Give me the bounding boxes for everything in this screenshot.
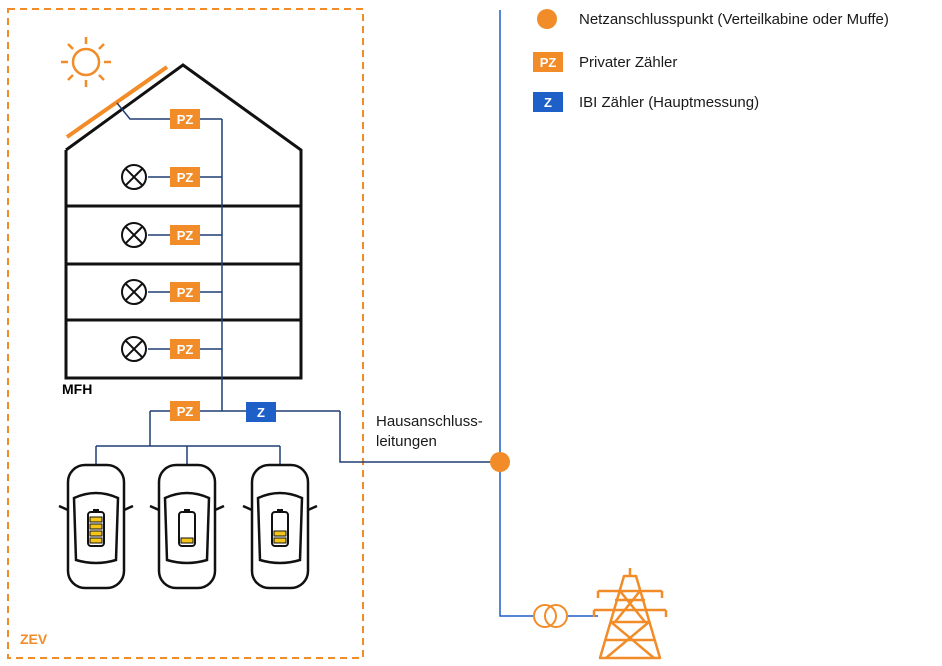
- legend-ibi-meter-symbol: Z: [533, 92, 563, 112]
- private-meter-solar: PZ: [170, 109, 200, 129]
- sun-icon: [61, 37, 111, 87]
- legend-ibi-meter-text: IBI Zähler (Hauptmessung): [579, 94, 759, 111]
- grid-line: [499, 10, 598, 617]
- private-meter-floor-4: PZ: [170, 339, 200, 359]
- grid-connection-point: [490, 452, 510, 472]
- ibi-main-meter: Z: [246, 402, 276, 422]
- lamp-icon: [121, 164, 147, 190]
- private-meter-charging: PZ: [170, 401, 200, 421]
- hausanschluss-label-line2: leitungen: [376, 433, 437, 450]
- svg-text:PZ: PZ: [177, 342, 194, 357]
- private-meter-floor-2: PZ: [170, 225, 200, 245]
- svg-text:Z: Z: [544, 95, 552, 110]
- internal-wiring: [95, 102, 500, 465]
- mfh-label: MFH: [62, 381, 92, 397]
- power-pylon-icon: [592, 568, 668, 660]
- car-icon: [58, 463, 134, 590]
- solar-panel-icon: [65, 65, 169, 139]
- lamp-icon: [121, 336, 147, 362]
- lamp-icon: [121, 279, 147, 305]
- svg-text:Z: Z: [257, 405, 265, 420]
- transformer-icon: [533, 604, 568, 628]
- private-meter-floor-3: PZ: [170, 282, 200, 302]
- svg-text:PZ: PZ: [177, 170, 194, 185]
- zev-boundary: [7, 8, 364, 659]
- hausanschluss-label-line1: Hausanschluss-: [376, 413, 483, 430]
- legend-grid-point-text: Netzanschlusspunkt (Verteilkabine oder M…: [579, 11, 889, 28]
- legend-private-meter-text: Privater Zähler: [579, 54, 677, 71]
- lamp-icon: [121, 222, 147, 248]
- legend: Netzanschlusspunkt (Verteilkabine oder M…: [533, 9, 889, 112]
- private-meter-floor-1: PZ: [170, 167, 200, 187]
- legend-private-meter-symbol: PZ: [533, 52, 563, 72]
- car-icon: [149, 463, 225, 590]
- svg-text:PZ: PZ: [177, 404, 194, 419]
- zev-label: ZEV: [20, 631, 48, 647]
- mfh-building: [64, 63, 303, 380]
- svg-text:PZ: PZ: [177, 112, 194, 127]
- svg-text:PZ: PZ: [177, 228, 194, 243]
- svg-text:PZ: PZ: [177, 285, 194, 300]
- car-icon: [242, 463, 318, 590]
- svg-text:PZ: PZ: [540, 55, 557, 70]
- legend-grid-point-symbol: [537, 9, 557, 29]
